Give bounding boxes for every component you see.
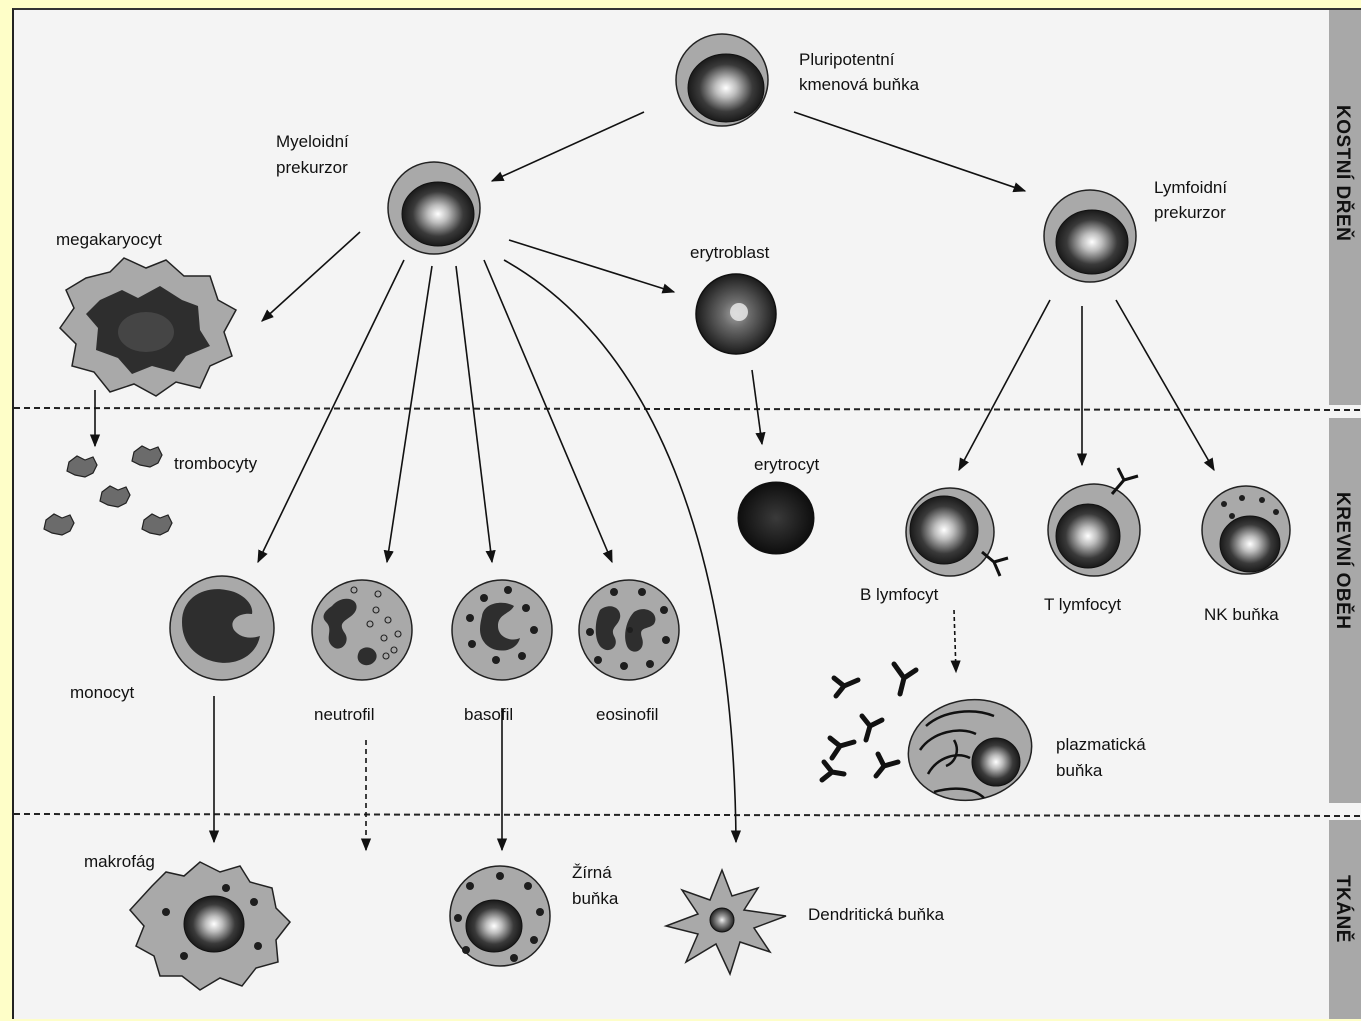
label-mast-1: Žírná: [572, 863, 612, 882]
zone-label-blood: KREVNÍ OBĚH: [1332, 492, 1354, 629]
label-plasma-2: buňka: [1056, 761, 1103, 780]
neutrophil-cell: [312, 580, 412, 680]
label-macrophage: makrofág: [84, 852, 155, 871]
zone-label-tissue: TKÁNĚ: [1332, 875, 1354, 943]
label-pluripotent-1: Pluripotentní: [799, 50, 895, 69]
label-thrombocytes: trombocyty: [174, 454, 258, 473]
t-lymphocyte-cell: [1048, 468, 1140, 576]
label-lymphoid-2: prekurzor: [1154, 203, 1226, 222]
plasma-cell: [900, 690, 1039, 810]
megakaryocyte-cell: [60, 258, 236, 396]
label-t-lymphocyte: T lymfocyt: [1044, 595, 1121, 614]
macrophage-cell: [130, 862, 290, 990]
thrombocytes: [44, 446, 172, 535]
mast-cell: [450, 866, 550, 966]
basophil-cell: [452, 580, 552, 680]
hematopoiesis-diagram: KOSTNÍ DŘEŇ KREVNÍ OBĚH TKÁNĚ: [14, 10, 1361, 1019]
eosinophil-cell: [579, 580, 679, 680]
b-lymphocyte-cell: [906, 488, 1008, 576]
diagram-panel: KOSTNÍ DŘEŇ KREVNÍ OBĚH TKÁNĚ: [12, 8, 1361, 1019]
label-mast-2: buňka: [572, 889, 619, 908]
zone-label-bone-marrow: KOSTNÍ DŘEŇ: [1332, 105, 1354, 241]
myeloid-precursor-cell: [388, 162, 480, 254]
label-eosinophil: eosinofil: [596, 705, 658, 724]
label-pluripotent-2: kmenová buňka: [799, 75, 920, 94]
label-b-lymphocyte: B lymfocyt: [860, 585, 939, 604]
divider-marrow-blood: [14, 408, 1361, 410]
divider-blood-tissue: [14, 814, 1361, 816]
label-nk-cell: NK buňka: [1204, 605, 1279, 624]
antibodies: [822, 664, 916, 780]
label-neutrophil: neutrofil: [314, 705, 374, 724]
lymphoid-precursor-cell: [1044, 190, 1136, 282]
nk-cell: [1202, 486, 1290, 574]
label-megakaryocyte: megakaryocyt: [56, 230, 162, 249]
label-myeloid-2: prekurzor: [276, 158, 348, 177]
dendritic-cell: [666, 870, 786, 974]
pluripotent-stem-cell: [676, 34, 768, 126]
erythrocyte-cell: [738, 482, 814, 554]
label-monocyte: monocyt: [70, 683, 135, 702]
label-erythrocyte: erytrocyt: [754, 455, 819, 474]
erythroblast-cell: [696, 274, 776, 354]
label-basophil: basofil: [464, 705, 513, 724]
label-dendritic: Dendritická buňka: [808, 905, 945, 924]
label-erythroblast: erytroblast: [690, 243, 770, 262]
label-plasma-1: plazmatická: [1056, 735, 1146, 754]
monocyte-cell: [170, 576, 274, 680]
label-myeloid-1: Myeloidní: [276, 132, 349, 151]
label-lymphoid-1: Lymfoidní: [1154, 178, 1227, 197]
